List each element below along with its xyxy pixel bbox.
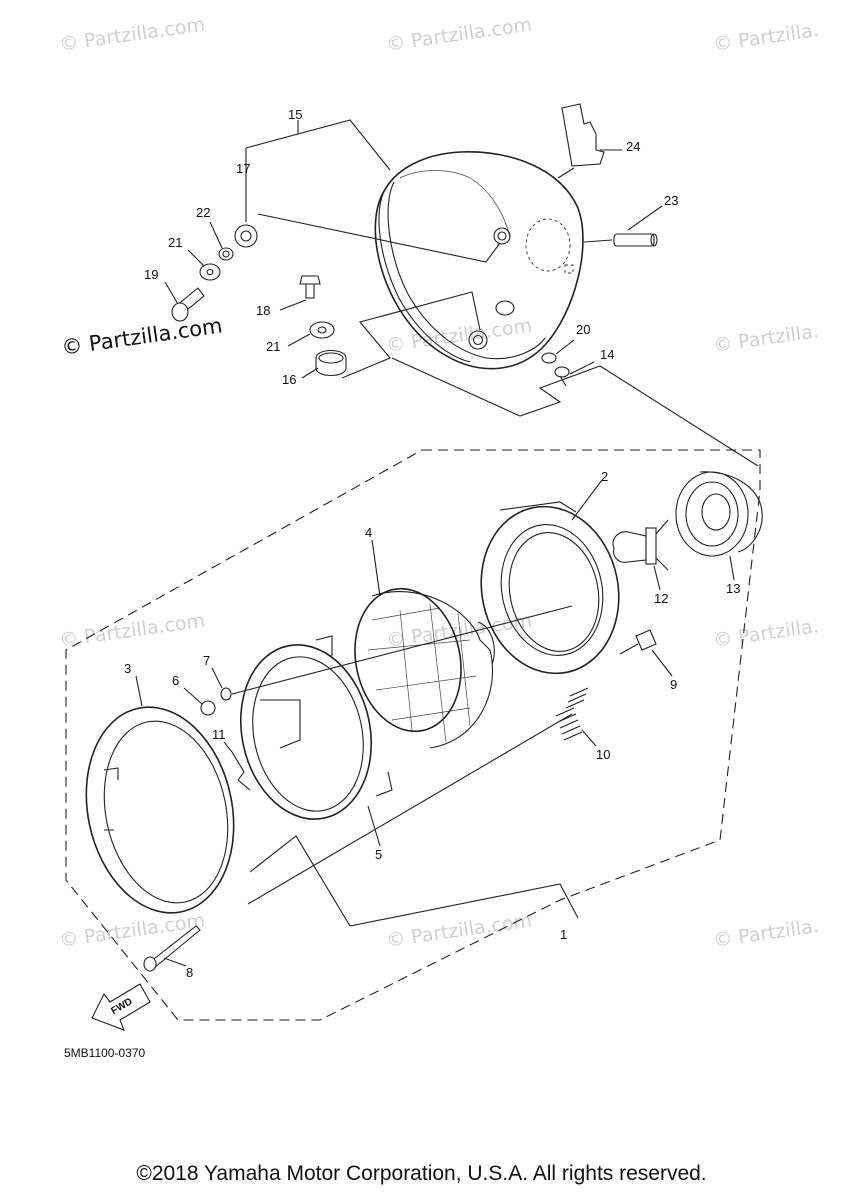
callout-5: 5 [375, 847, 383, 862]
callout-9: 9 [670, 677, 678, 692]
grommet-17 [234, 224, 258, 248]
callout-14: 14 [600, 347, 615, 362]
callout-10: 10 [596, 747, 611, 762]
trim-rim-3 [85, 706, 235, 914]
callout-11: 11 [212, 727, 226, 742]
collar-22 [218, 247, 234, 261]
callout-1: 1 [560, 927, 568, 942]
callout-3: 3 [124, 661, 132, 676]
bulb-12 [612, 519, 669, 571]
callout-16: 16 [282, 372, 297, 387]
callout-15: 15 [288, 107, 303, 122]
spring-10 [555, 687, 589, 741]
bolt-18 [299, 275, 321, 299]
headlight-rim-2 [480, 501, 620, 675]
callout-18: 18 [256, 303, 271, 318]
callout-24: 24 [626, 139, 641, 154]
fwd-arrow-icon: FWD [91, 983, 151, 1031]
callout-12: 12 [654, 591, 669, 606]
inner-ring-5 [239, 635, 393, 820]
lens-unit-4 [354, 587, 495, 749]
screw-14 [554, 366, 570, 387]
screw-8 [143, 925, 201, 972]
callout-21: 21 [168, 235, 183, 250]
callout-21-lower: 21 [266, 339, 281, 354]
socket-cover-13 [675, 471, 763, 557]
washer-21 [199, 263, 221, 281]
callout-19: 19 [144, 267, 159, 282]
callout-4: 4 [365, 525, 373, 540]
washer-7 [220, 687, 232, 701]
copyright-notice: ©2018 Yamaha Motor Corporation, U.S.A. A… [136, 1162, 707, 1185]
callout-22: 22 [196, 205, 211, 220]
grommet-16 [315, 349, 347, 377]
callout-7: 7 [203, 653, 211, 668]
headlight-housing [374, 151, 584, 370]
washer-20 [541, 352, 557, 364]
diagram-code: 5MB1100-0370 [64, 1046, 146, 1060]
callout-8: 8 [186, 965, 194, 980]
clip-11 [231, 751, 251, 791]
callout-13: 13 [726, 581, 741, 596]
washer-21-lower [309, 321, 335, 339]
callout-2: 2 [601, 469, 609, 484]
callout-17: 17 [236, 161, 251, 176]
label-24 [561, 103, 605, 167]
callout-23: 23 [664, 193, 679, 208]
screw-6 [200, 700, 216, 716]
pin-23 [613, 233, 658, 247]
callout-6: 6 [172, 673, 180, 688]
adjuster-9 [619, 629, 657, 655]
callout-20: 20 [576, 322, 591, 337]
bolt-19 [171, 287, 205, 322]
